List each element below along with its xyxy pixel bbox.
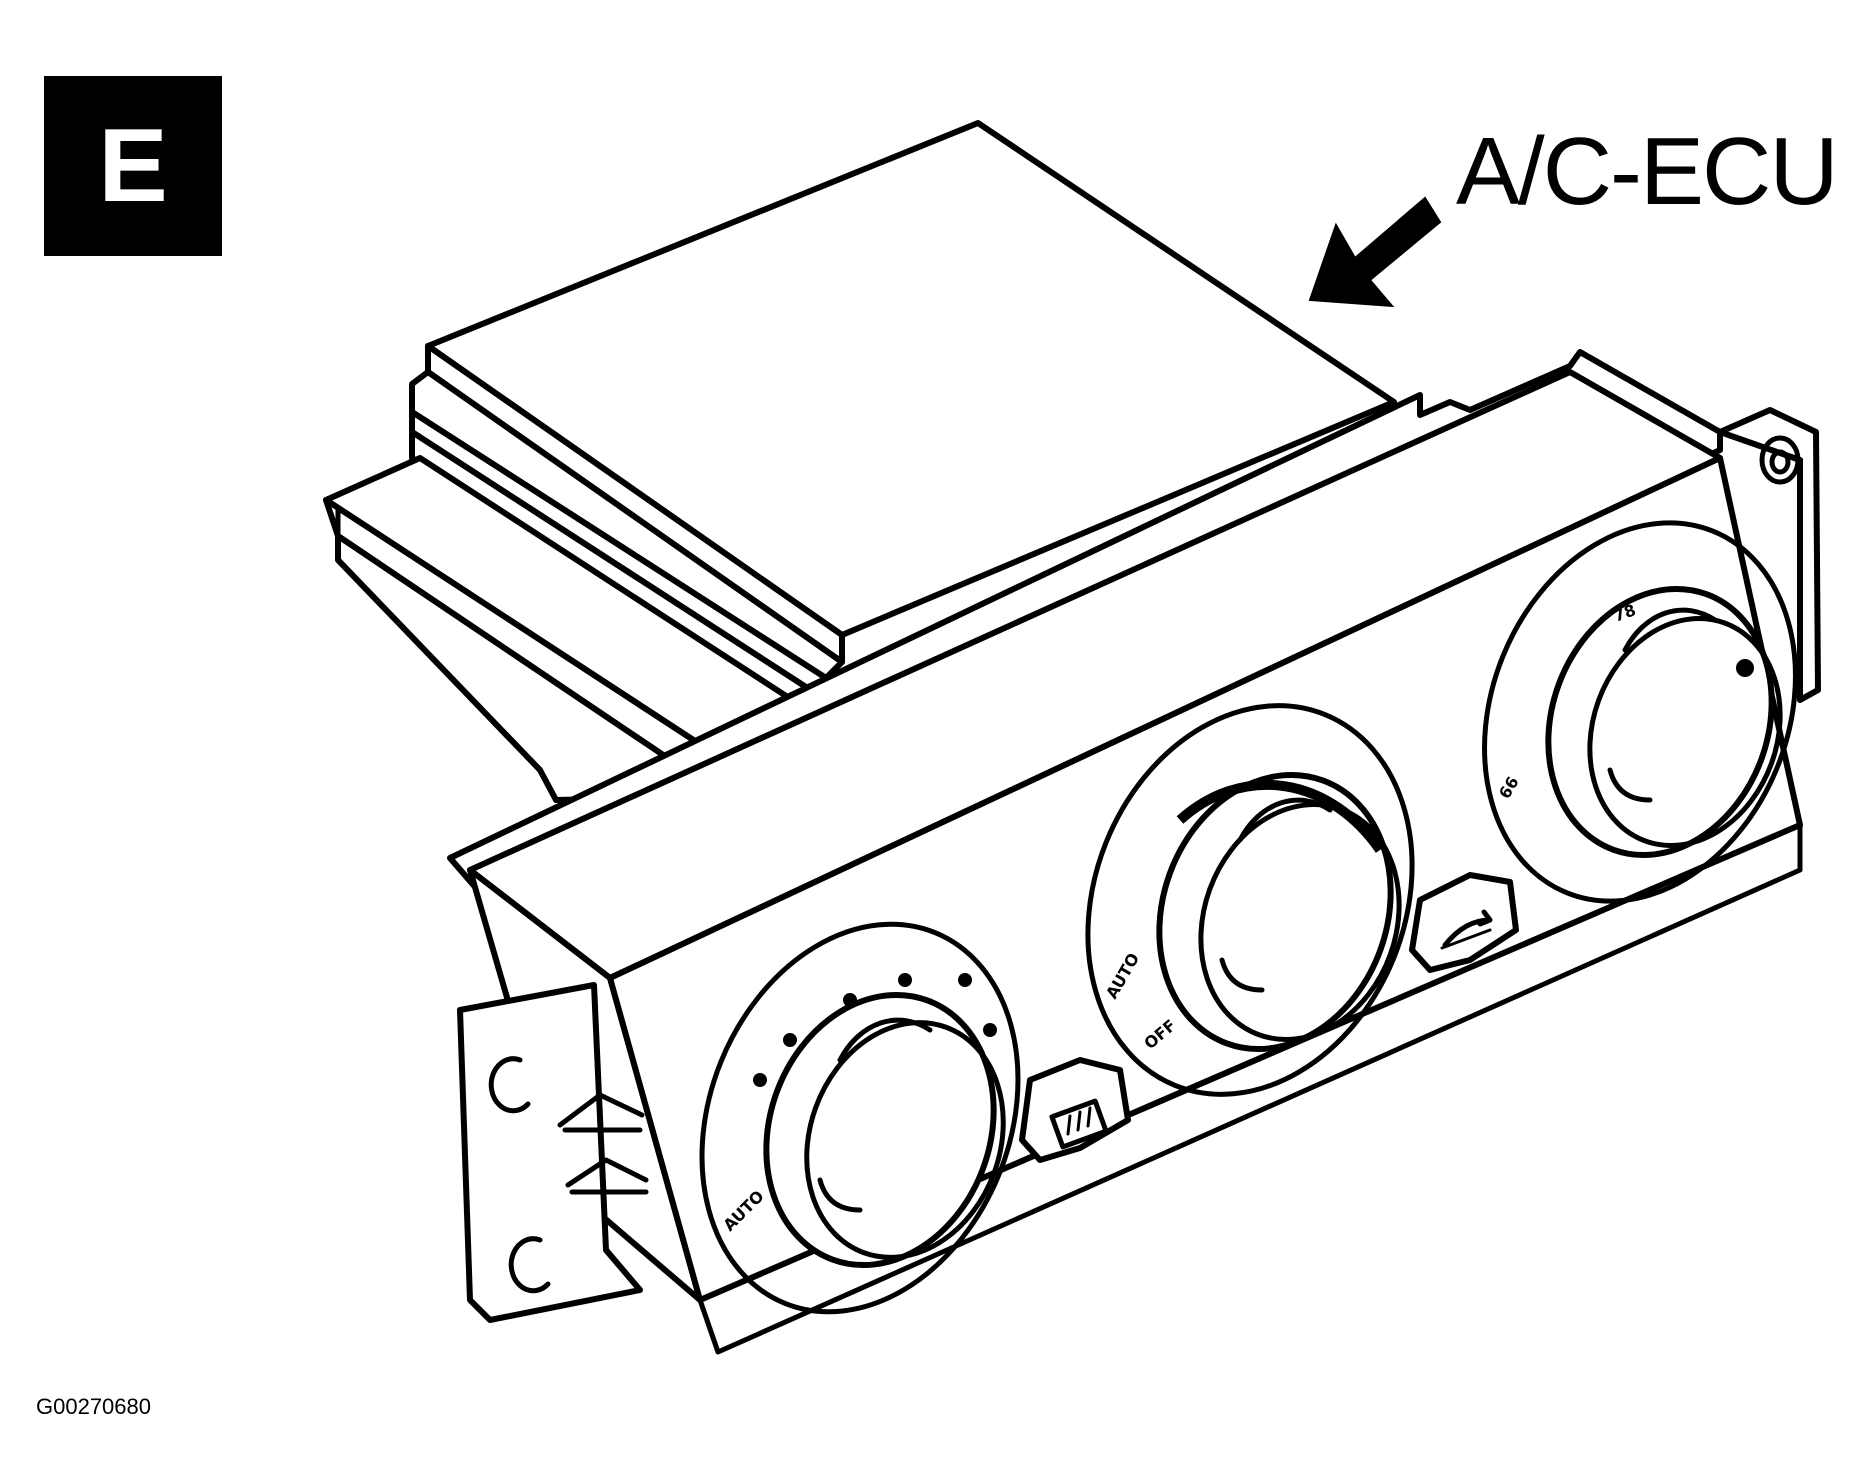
recirculation-button[interactable] xyxy=(1409,872,1519,973)
mode-scale-icons xyxy=(753,973,997,1087)
panel-letter: E xyxy=(98,108,168,224)
temperature-scale-mark xyxy=(1736,659,1754,677)
figure-id: G00270680 xyxy=(36,1394,151,1419)
left-mounting-flange xyxy=(457,982,649,1323)
panel-badge: E xyxy=(44,76,222,256)
recirculation-icon xyxy=(1440,909,1493,950)
up-arrow-icon xyxy=(557,1092,649,1195)
ecu-module xyxy=(409,120,1397,721)
mode-knob[interactable]: AUTO xyxy=(646,876,1074,1359)
arrow-icon xyxy=(1308,196,1442,308)
rear-defrost-button[interactable] xyxy=(1019,1057,1131,1163)
callout-label: A/C-ECU xyxy=(1456,118,1839,225)
right-mounting-flange xyxy=(1717,407,1821,703)
rear-defrost-icon xyxy=(1066,1106,1092,1136)
